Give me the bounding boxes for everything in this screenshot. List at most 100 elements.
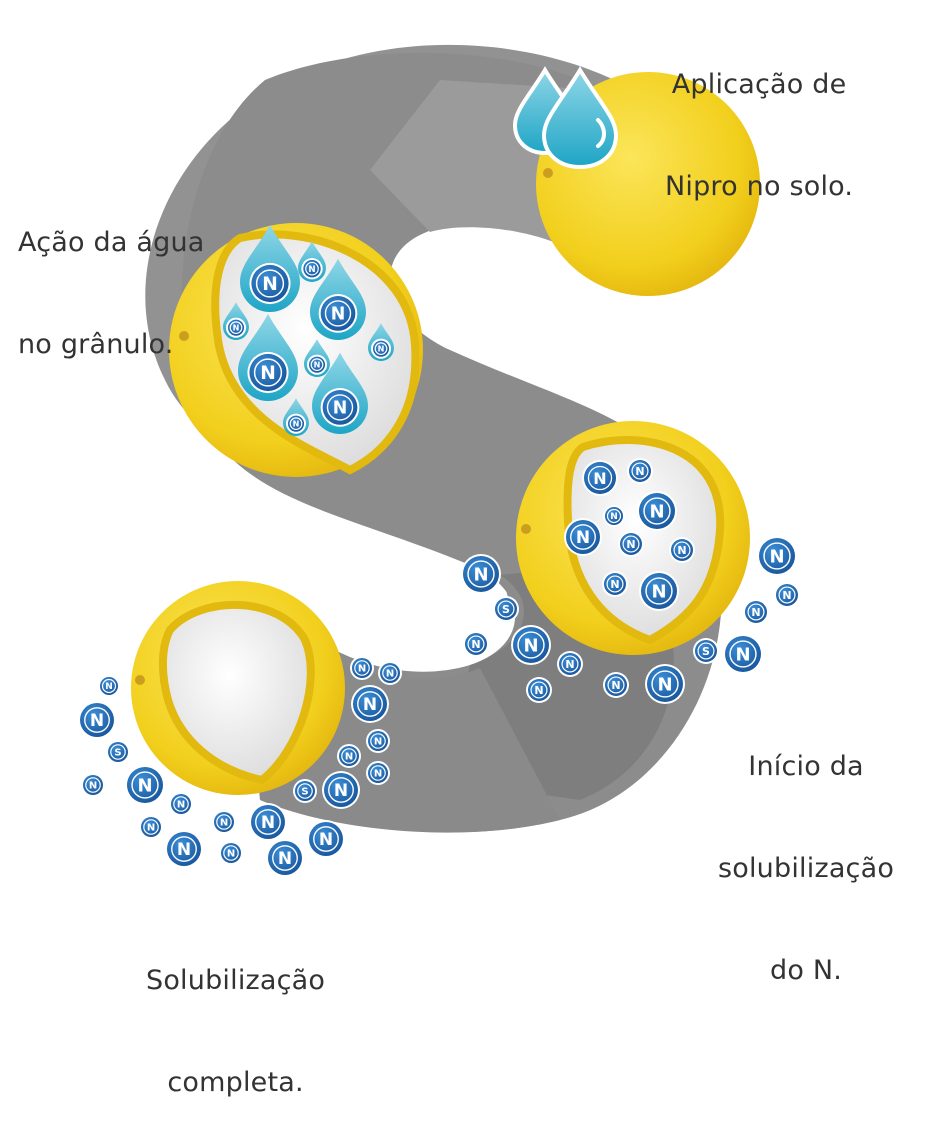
- sulfur-badge: S: [106, 740, 130, 764]
- step-label-line: Aplicação de: [671, 69, 847, 100]
- nitrogen-badge: N: [249, 262, 291, 305]
- nitrogen-badge: N: [618, 531, 644, 557]
- nitrogen-badge: N: [139, 815, 163, 839]
- nitrogen-badge: N: [318, 294, 358, 333]
- svg-text:N: N: [331, 305, 346, 325]
- nitrogen-badge: N: [165, 830, 203, 868]
- granule-4-cavity: [158, 601, 315, 785]
- svg-text:N: N: [576, 528, 590, 548]
- svg-text:N: N: [565, 658, 574, 671]
- granule-water-action: N N N N N N N N N: [169, 223, 423, 477]
- svg-text:N: N: [308, 265, 315, 275]
- granule-2-speck: [179, 331, 189, 341]
- sulfur-badge: S: [293, 779, 317, 803]
- nitrogen-drop: N: [283, 398, 309, 436]
- step-label-application: Aplicação de Nipro no solo.: [665, 0, 853, 238]
- svg-text:N: N: [735, 644, 750, 665]
- nitrogen-badge: N: [774, 582, 800, 608]
- nitrogen-badge: N: [511, 625, 551, 665]
- svg-text:N: N: [261, 813, 275, 833]
- svg-text:S: S: [702, 645, 710, 658]
- nitrogen-badge: N: [639, 571, 679, 611]
- nitrogen-badge: N: [743, 599, 769, 625]
- svg-text:N: N: [657, 674, 672, 695]
- svg-text:N: N: [105, 682, 113, 692]
- svg-text:N: N: [635, 465, 644, 478]
- nitrogen-badge: N: [337, 744, 361, 768]
- svg-text:N: N: [233, 324, 240, 333]
- svg-text:N: N: [677, 544, 686, 557]
- svg-text:N: N: [293, 420, 300, 429]
- step-label-line: do N.: [770, 955, 843, 986]
- step-label-line: no grânulo.: [18, 329, 174, 360]
- granule-application: [512, 66, 760, 296]
- svg-text:S: S: [502, 603, 510, 616]
- water-drops-icon: [512, 66, 619, 170]
- step-label-line: completa.: [167, 1067, 304, 1098]
- nitrogen-drop: N: [310, 258, 366, 340]
- nitrogen-badge: N: [627, 458, 653, 484]
- nitrogen-badge: N: [212, 810, 236, 834]
- svg-text:N: N: [782, 589, 791, 602]
- svg-text:N: N: [378, 345, 385, 354]
- nitrogen-badge: N: [757, 536, 797, 576]
- nitrogen-badge: N: [98, 675, 120, 697]
- sulfur-badge: S: [493, 596, 519, 622]
- nitrogen-badge: N: [603, 505, 625, 527]
- svg-text:N: N: [593, 469, 606, 488]
- nitrogen-badge: N: [125, 765, 165, 805]
- nitrogen-badge: N: [81, 773, 105, 797]
- svg-text:N: N: [610, 512, 618, 522]
- granule-4-speck: [135, 675, 145, 685]
- nitrogen-badge: N: [247, 351, 289, 394]
- nitrogen-badge: N: [723, 634, 763, 674]
- nitrogen-badge: N: [306, 354, 328, 375]
- nitrogen-badge: N: [582, 460, 618, 496]
- nitrogen-badge: N: [366, 729, 390, 753]
- svg-text:N: N: [278, 849, 292, 869]
- nitrogen-badge: N: [322, 771, 360, 809]
- nitrogen-badge: N: [645, 664, 685, 704]
- nitrogen-drops: N N N N N N N N N: [223, 225, 394, 436]
- step-label-complete: Solubilização completa.: [146, 896, 325, 1134]
- svg-text:N: N: [333, 399, 348, 419]
- svg-text:N: N: [90, 711, 104, 731]
- nitrogen-badge: N: [669, 537, 695, 563]
- step-label-solubilization-start: Início da solubilização do N.: [718, 682, 894, 1022]
- svg-text:S: S: [301, 787, 308, 798]
- nitrogen-drop: N: [298, 241, 326, 282]
- nitrogen-badge: N: [370, 338, 392, 359]
- svg-text:N: N: [177, 840, 191, 860]
- nitrogen-badge: N: [637, 491, 677, 531]
- nitrogen-badge: N: [169, 792, 193, 816]
- nitrogen-badge: N: [461, 554, 501, 594]
- nitrogen-badge: N: [301, 258, 323, 280]
- svg-text:N: N: [611, 679, 620, 692]
- nitrogen-badge: N: [225, 317, 247, 338]
- step-label-line: Início da: [748, 751, 864, 782]
- granule-complete: [131, 581, 345, 795]
- svg-text:N: N: [374, 769, 382, 780]
- step-label-line: Solubilização: [146, 965, 326, 996]
- svg-text:N: N: [751, 606, 760, 619]
- nitrogen-drop: N: [238, 314, 298, 401]
- svg-text:N: N: [358, 664, 366, 675]
- svg-text:N: N: [137, 775, 152, 796]
- step-label-line: Nipro no solo.: [665, 171, 854, 202]
- svg-text:N: N: [471, 638, 480, 651]
- step-label-line: solubilização: [718, 853, 895, 884]
- nitrogen-drop: N: [368, 323, 394, 361]
- nitrogen-drop: N: [304, 339, 330, 377]
- svg-text:N: N: [314, 361, 321, 370]
- nitrogen-badge: N: [285, 413, 307, 434]
- svg-text:N: N: [610, 578, 619, 591]
- nitrogen-badge: N: [564, 518, 602, 556]
- nitrogen-badge: N: [219, 841, 243, 865]
- svg-text:N: N: [386, 669, 394, 680]
- nitrogen-badge: N: [351, 685, 389, 723]
- nitrogen-badge: N: [463, 631, 489, 657]
- svg-text:N: N: [220, 818, 228, 829]
- svg-text:N: N: [319, 830, 333, 850]
- nitrogen-badge: N: [378, 661, 402, 685]
